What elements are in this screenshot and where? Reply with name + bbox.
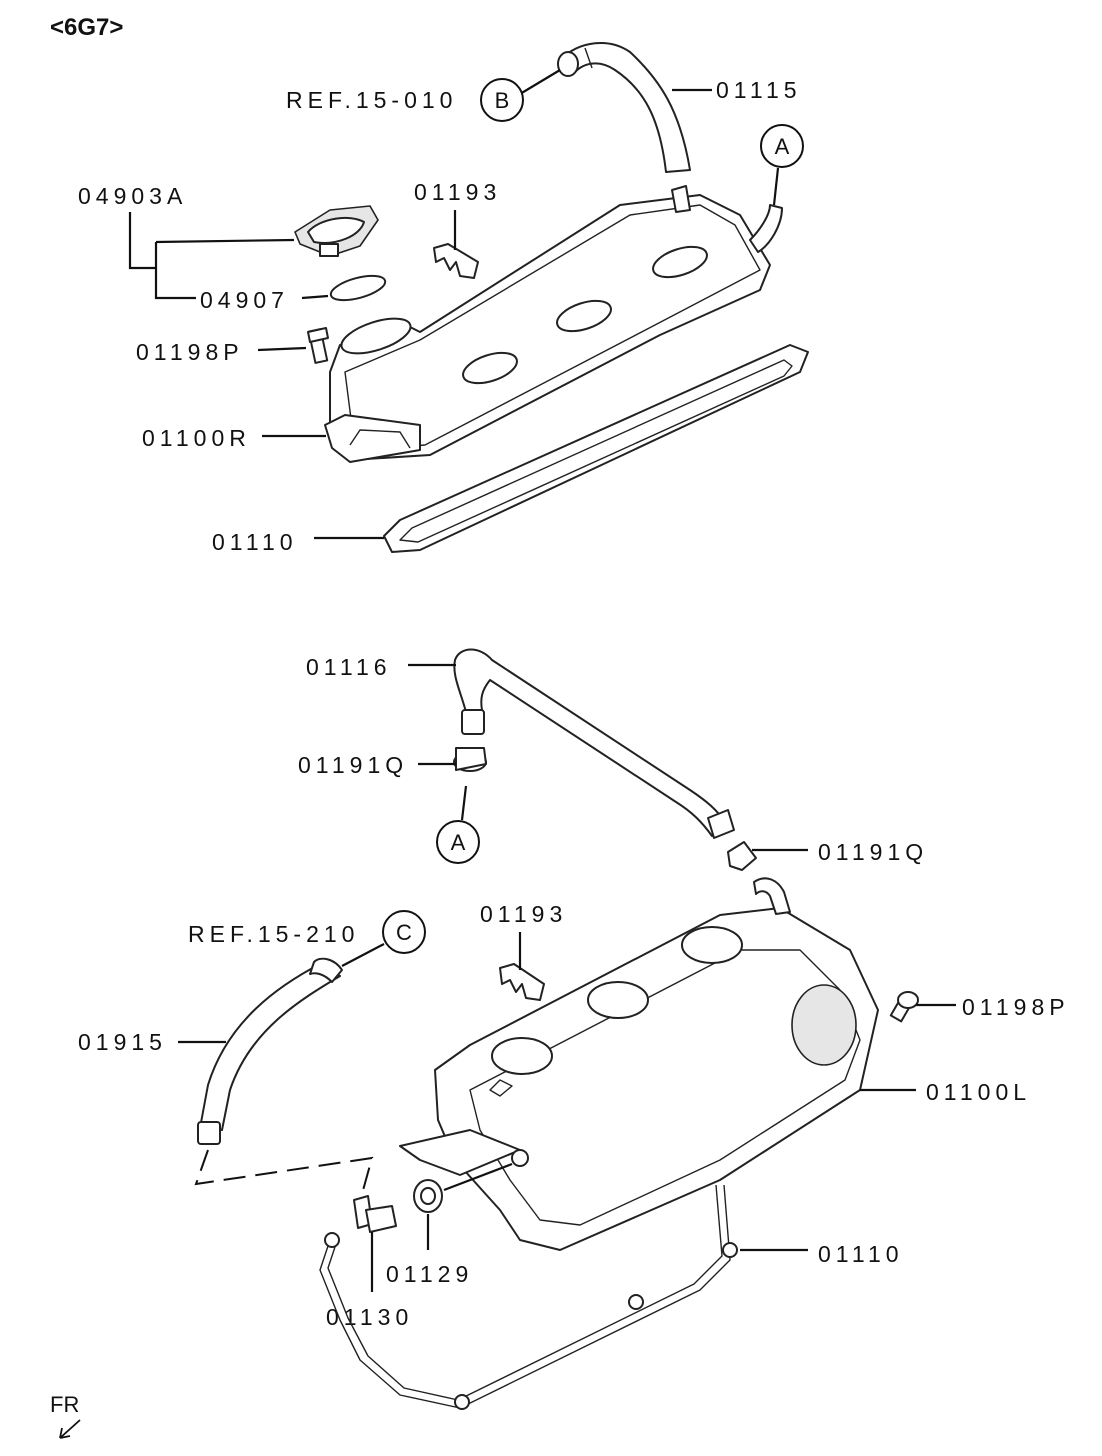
callout-b: B [480, 78, 524, 122]
label-cover-01100r: 01100R [142, 425, 251, 451]
label-bolt-01198p-upper: 01198P [136, 339, 244, 365]
callout-a-upper-letter: A [775, 134, 790, 159]
label-grommet-01129: 01129 [386, 1261, 473, 1287]
label-oil-cap-04903a: 04903A [78, 183, 187, 209]
label-pcv-hose-01116: 01116 [306, 654, 392, 680]
leader-04907 [301, 294, 329, 300]
label-ref-15-210: REF.15-210 [188, 921, 359, 947]
label-cap-gasket-04907: 04907 [200, 287, 289, 313]
label-cover-01100l: 01100L [926, 1079, 1031, 1105]
leader-callout-a-middle [460, 785, 468, 821]
oil-cap-gasket [329, 274, 387, 302]
callout-c: C [382, 910, 426, 954]
callout-a-middle: A [436, 820, 480, 864]
pcv-valve [353, 1195, 397, 1233]
label-clamp-01191q-left: 01191Q [298, 752, 408, 778]
label-gasket-01110-upper: 01110 [212, 529, 298, 555]
rocker-cover-right [324, 185, 783, 463]
label-pcv-valve-01130: 01130 [326, 1304, 413, 1330]
label-hose-01115: 01115 [716, 77, 802, 103]
label-clamp-01191q-right: 01191Q [818, 839, 928, 865]
callout-a-upper: A [760, 124, 804, 168]
label-bolt-01198p-lower: 01198P [962, 994, 1070, 1020]
label-clip-01193-upper: 01193 [414, 179, 501, 205]
leader-04903a-bracket [128, 212, 156, 270]
label-ref-15-010: REF.15-010 [286, 87, 457, 113]
hose-clamp-right [727, 841, 757, 871]
leader-01198p-upper [257, 346, 307, 352]
connection-grommet-cover [443, 1162, 513, 1192]
label-hose-01915: 01915 [78, 1029, 167, 1055]
rocker-cover-gasket-upper [383, 344, 809, 553]
rocker-cover-gasket-lower [319, 1184, 738, 1410]
callout-a-middle-letter: A [451, 830, 466, 855]
oil-filler-cap [294, 205, 379, 257]
label-clip-01193-lower: 01193 [480, 901, 567, 927]
leader-ref-b [519, 69, 561, 95]
pcv-hose [453, 648, 735, 839]
dashed-connection-line [194, 1149, 374, 1195]
front-marker-label: FR [50, 1392, 79, 1417]
hose-clamp-left [453, 747, 487, 772]
callout-c-letter: C [396, 920, 412, 945]
harness-clip-lower [499, 963, 545, 1001]
leader-04907-bracket [154, 242, 196, 300]
cover-bolt-upper [307, 327, 329, 364]
cover-bolt-lower [889, 991, 919, 1023]
harness-clip-upper [433, 243, 479, 279]
rocker-cover-left [399, 877, 879, 1251]
leader-04903a-cap [155, 238, 295, 244]
engine-code-header: <6G7> [50, 14, 123, 41]
pcv-grommet [413, 1179, 443, 1213]
leader-ref-c [341, 943, 385, 967]
front-arrow-icon [59, 1419, 81, 1439]
breather-hose-upper [557, 42, 691, 173]
label-gasket-01110-lower: 01110 [818, 1241, 904, 1267]
leader-callout-a-upper [772, 167, 780, 206]
breather-hose-lower [197, 957, 343, 1145]
callout-b-letter: B [495, 88, 510, 113]
